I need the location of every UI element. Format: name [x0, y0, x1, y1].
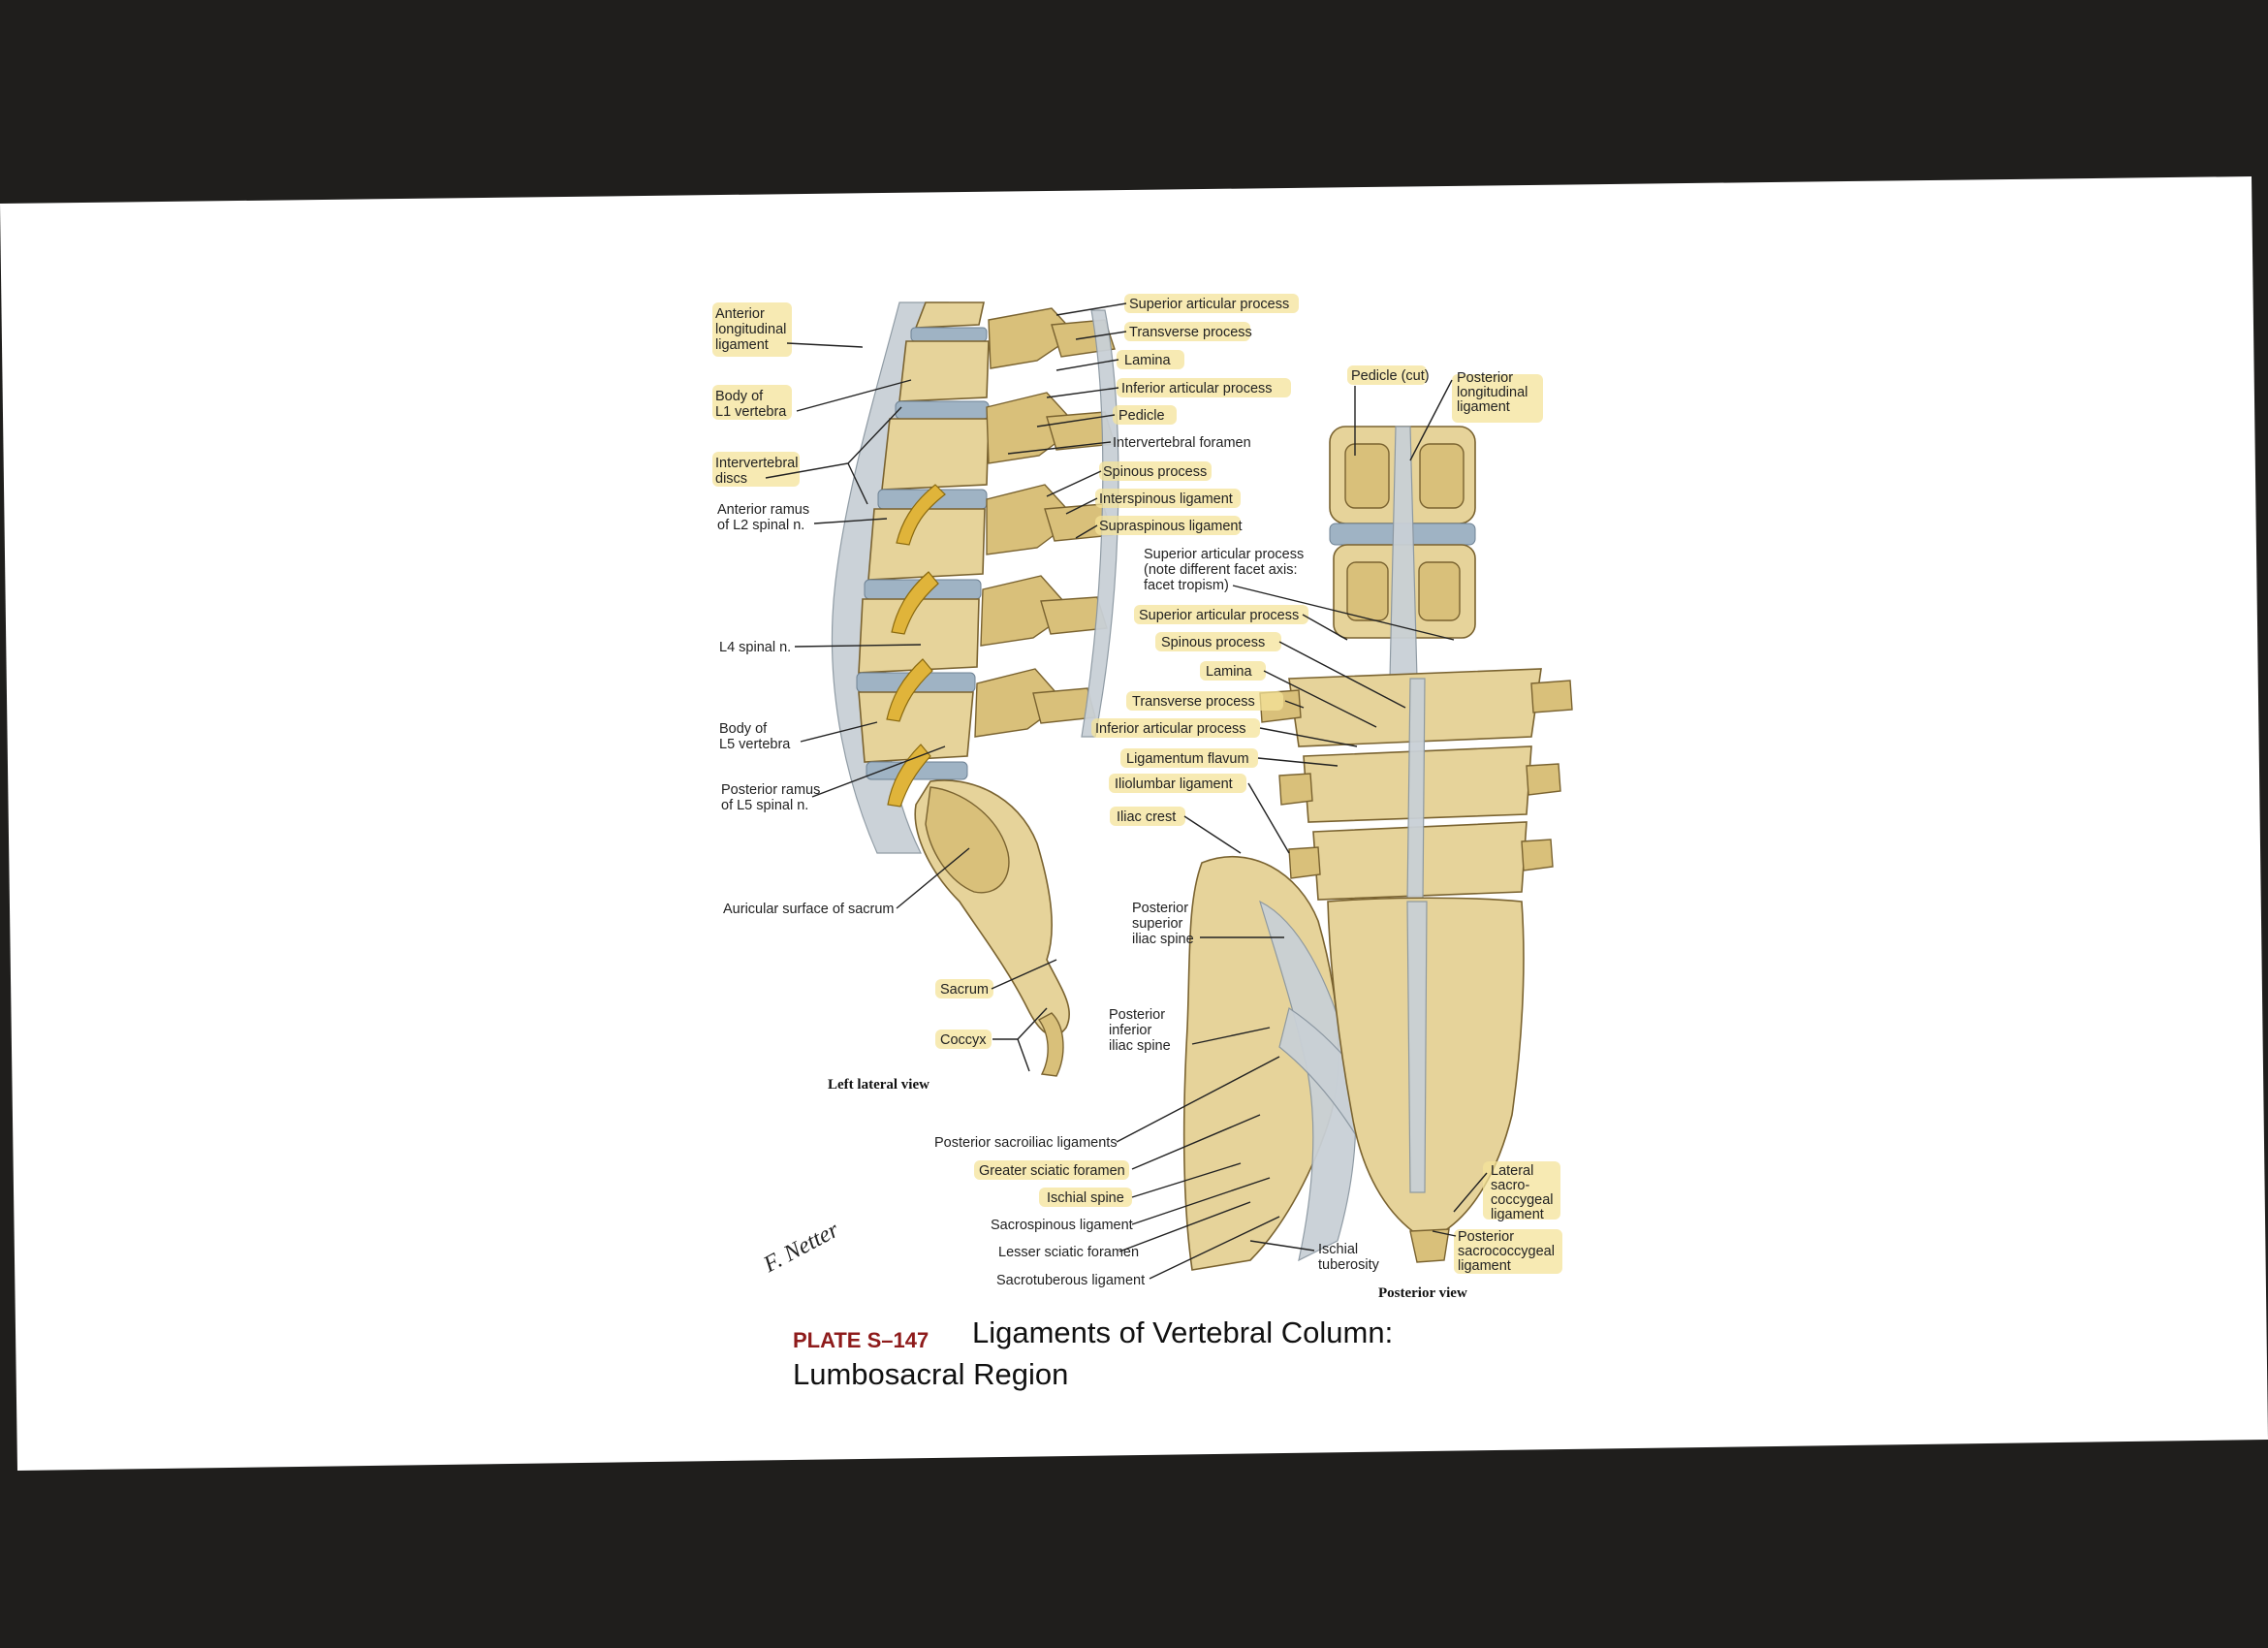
label-lateral-sacrococcygeal-ligament: Lateral sacro- coccygeal ligament — [1491, 1163, 1558, 1222]
label-anterior-longitudinal-ligament: Anterior longitudinal ligament — [715, 306, 790, 353]
plate-title-line2: Lumbosacral Region — [793, 1357, 1068, 1391]
label-anterior-ramus-l2: Anterior ramus of L2 spinal n. — [717, 502, 813, 533]
label-lamina-lateral: Lamina — [1124, 353, 1171, 368]
plate-title-line1: Ligaments of Vertebral Column: — [972, 1315, 1393, 1349]
lateral-view-labels: Anterior longitudinal ligament Body of L… — [715, 297, 1289, 1048]
label-ligamentum-flavum: Ligamentum flavum — [1126, 751, 1249, 767]
posterior-view-labels: Pedicle (cut) Posterior longitudinal lig… — [934, 368, 1559, 1288]
label-transverse-process-posterior: Transverse process — [1132, 694, 1255, 710]
label-posterior-sacrococcygeal-ligament: Posterior sacrococcygeal ligament — [1458, 1229, 1559, 1274]
label-intervertebral-discs: Intervertebral discs — [715, 456, 802, 487]
label-facet-tropism: Superior articular process (note differe… — [1144, 547, 1307, 593]
posterior-elements — [974, 307, 1119, 738]
label-spinous-process-posterior: Spinous process — [1161, 635, 1265, 650]
label-lamina-posterior: Lamina — [1206, 664, 1252, 680]
label-posterior-ramus-l5: Posterior ramus of L5 spinal n. — [721, 782, 824, 813]
left-lateral-view-title: Left lateral view — [828, 1077, 929, 1093]
vertebral-bodies — [856, 301, 990, 780]
label-highlights — [712, 294, 1562, 1274]
spinal-nerves — [886, 484, 946, 808]
label-posterior-longitudinal-ligament: Posterior longitudinal ligament — [1457, 370, 1531, 415]
cut-vertebral-bodies — [1329, 426, 1476, 680]
label-transverse-process-lateral: Transverse process — [1129, 325, 1252, 340]
label-intervertebral-foramen: Intervertebral foramen — [1113, 435, 1251, 451]
label-supraspinous-ligament: Supraspinous ligament — [1099, 519, 1243, 534]
artist-signature: F. Netter — [759, 1218, 843, 1279]
lumbar-posterior-column — [1259, 668, 1573, 903]
label-body-l1: Body of L1 vertebra — [715, 389, 787, 420]
label-sacrum: Sacrum — [940, 982, 989, 998]
leader-lines — [765, 302, 1488, 1280]
label-greater-sciatic-foramen: Greater sciatic foramen — [979, 1163, 1125, 1179]
label-lesser-sciatic-foramen: Lesser sciatic foramen — [998, 1245, 1139, 1260]
label-psis: Posterior superior iliac spine — [1132, 901, 1194, 947]
label-coccyx: Coccyx — [940, 1032, 987, 1048]
label-posterior-sacroiliac-ligaments: Posterior sacroiliac ligaments — [934, 1135, 1118, 1151]
label-inferior-articular-process-posterior: Inferior articular process — [1095, 721, 1246, 737]
posterior-sacrum — [1327, 897, 1525, 1263]
label-pedicle-cut: Pedicle (cut) — [1351, 368, 1430, 384]
label-iliac-crest: Iliac crest — [1117, 809, 1176, 825]
label-interspinous-ligament: Interspinous ligament — [1099, 491, 1233, 507]
label-auricular-surface: Auricular surface of sacrum — [723, 902, 894, 917]
lateral-spine-illustration — [831, 301, 1119, 1077]
label-piis: Posterior inferior iliac spine — [1109, 1007, 1171, 1054]
label-l4-spinal-n: L4 spinal n. — [719, 640, 791, 655]
plate-number: PLATE S–147 — [793, 1328, 929, 1352]
posterior-view-title: Posterior view — [1378, 1285, 1467, 1301]
label-superior-articular-process-posterior: Superior articular process — [1139, 608, 1299, 623]
label-pedicle-lateral: Pedicle — [1118, 408, 1165, 424]
label-spinous-process-lateral: Spinous process — [1103, 464, 1207, 480]
label-ischial-tuberosity: Ischial tuberosity — [1318, 1242, 1380, 1273]
label-superior-articular-process-lateral: Superior articular process — [1129, 297, 1289, 312]
label-sacrospinous-ligament: Sacrospinous ligament — [991, 1218, 1133, 1233]
label-ischial-spine: Ischial spine — [1047, 1190, 1124, 1206]
label-body-l5: Body of L5 vertebra — [719, 721, 791, 752]
posterior-spine-illustration — [1182, 426, 1573, 1271]
label-sacrotuberous-ligament: Sacrotuberous ligament — [996, 1273, 1145, 1288]
label-inferior-articular-process-lateral: Inferior articular process — [1121, 381, 1273, 396]
label-iliolumbar-ligament: Iliolumbar ligament — [1115, 776, 1233, 792]
